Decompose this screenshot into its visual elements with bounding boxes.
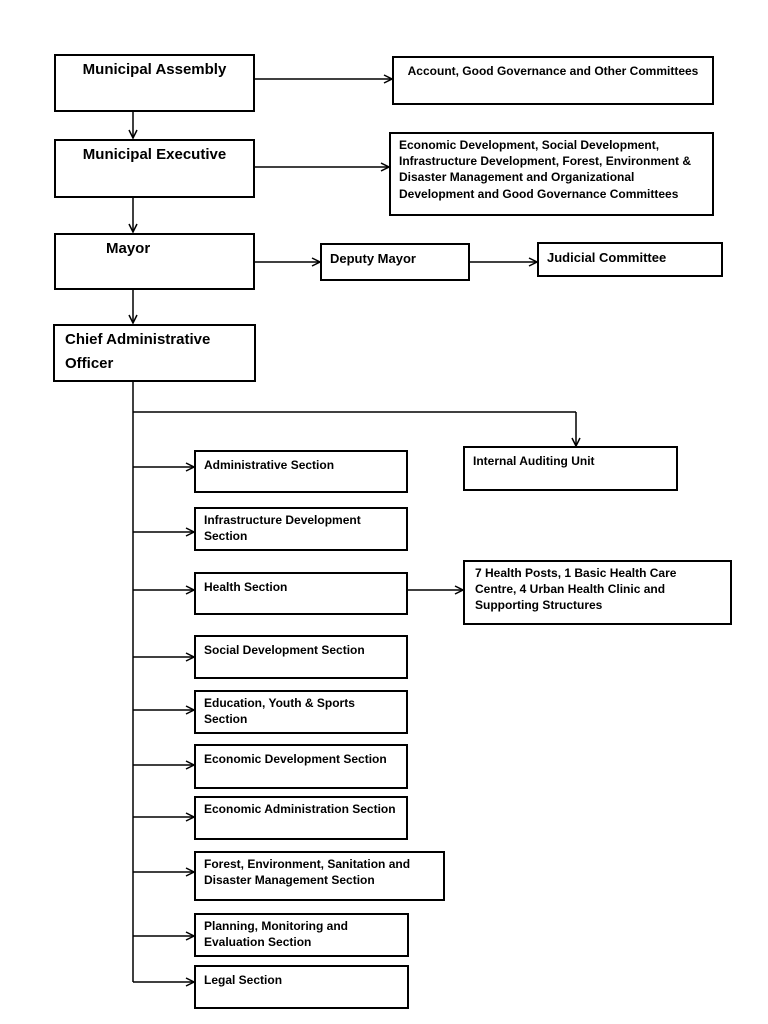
section-label: Administrative Section: [204, 458, 335, 472]
cao-label: Chief Administrative Officer: [65, 331, 211, 372]
health-posts-box: 7 Health Posts, 1 Basic Health Care Cent…: [463, 560, 732, 625]
committees-box-2: Economic Development, Social Development…: [389, 132, 714, 216]
section-forest-box: Forest, Environment, Sanitation and Disa…: [194, 851, 445, 901]
section-label: Social Development Section: [204, 643, 365, 657]
internal-auditing-label: Internal Auditing Unit: [473, 454, 595, 468]
section-label: Health Section: [204, 580, 288, 594]
section-education-box: Education, Youth & Sports Section: [194, 690, 408, 734]
section-social-box: Social Development Section: [194, 635, 408, 679]
section-administrative-box: Administrative Section: [194, 450, 408, 493]
section-legal-box: Legal Section: [194, 965, 409, 1009]
mayor-label: Mayor: [106, 240, 151, 257]
municipal-executive-box: Municipal Executive: [54, 139, 255, 198]
mayor-box: Mayor: [54, 233, 255, 290]
section-infrastructure-box: Infrastructure Development Section: [194, 507, 408, 551]
committees-box-1: Account, Good Governance and Other Commi…: [392, 56, 714, 105]
committees-label-1: Account, Good Governance and Other Commi…: [407, 64, 699, 78]
deputy-mayor-label: Deputy Mayor: [330, 251, 416, 266]
health-posts-label: 7 Health Posts, 1 Basic Health Care Cent…: [475, 566, 677, 613]
internal-auditing-box: Internal Auditing Unit: [463, 446, 678, 491]
section-label: Planning, Monitoring and Evaluation Sect…: [204, 919, 348, 950]
deputy-mayor-box: Deputy Mayor: [320, 243, 470, 281]
section-label: Legal Section: [204, 973, 283, 987]
section-health-box: Health Section: [194, 572, 408, 615]
municipal-assembly-label: Municipal Assembly: [82, 61, 227, 78]
section-label: Infrastructure Development Section: [204, 513, 361, 544]
section-label: Forest, Environment, Sanitation and Disa…: [204, 857, 411, 888]
section-label: Economic Administration Section: [204, 802, 396, 816]
judicial-committee-box: Judicial Committee: [537, 242, 723, 277]
section-economic-development-box: Economic Development Section: [194, 744, 408, 789]
cao-box: Chief Administrative Officer: [53, 324, 256, 382]
section-label: Education, Youth & Sports Section: [204, 696, 355, 727]
section-label: Economic Development Section: [204, 752, 387, 766]
section-economic-administration-box: Economic Administration Section: [194, 796, 408, 840]
committees-label-2: Economic Development, Social Development…: [399, 138, 692, 201]
judicial-committee-label: Judicial Committee: [547, 250, 667, 265]
municipal-assembly-box: Municipal Assembly: [54, 54, 255, 112]
section-planning-box: Planning, Monitoring and Evaluation Sect…: [194, 913, 409, 957]
municipal-executive-label: Municipal Executive: [82, 146, 227, 163]
